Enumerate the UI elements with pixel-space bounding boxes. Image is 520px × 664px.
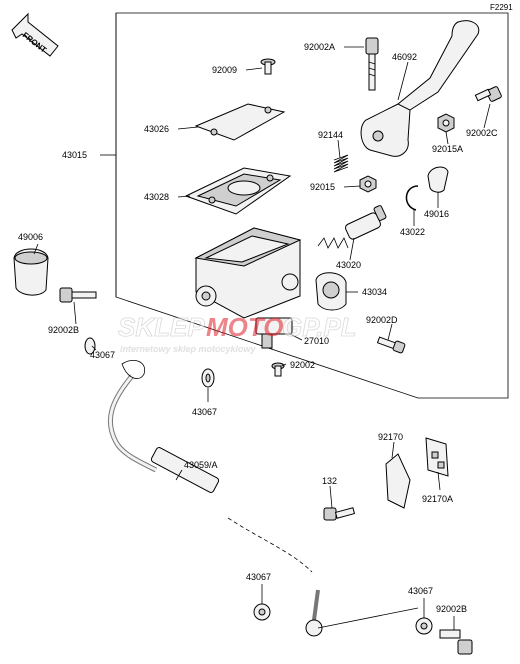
label-43026: 43026	[144, 124, 169, 134]
label-49016: 49016	[424, 209, 449, 219]
label-132: 132	[322, 476, 337, 486]
screw-92002	[271, 362, 285, 377]
bolt-92002c	[474, 86, 502, 102]
label-43067-lower-left: 43067	[246, 572, 271, 582]
washer-43067-d	[415, 617, 433, 635]
watermark-tagline: internetowy sklep motocyklowy	[120, 344, 257, 354]
reservoir-cap-43026	[194, 103, 286, 141]
brake-lever-46092	[360, 20, 480, 157]
label-43067-mid: 43067	[192, 407, 217, 417]
label-92015: 92015	[310, 182, 335, 192]
label-92002b-upper: 92002B	[48, 325, 79, 335]
washer-43067-c	[253, 603, 271, 621]
label-43067-upper: 43067	[90, 350, 115, 360]
cap-49006	[13, 248, 49, 296]
clip-92170a	[425, 437, 449, 477]
label-43022: 43022	[400, 227, 425, 237]
label-92002a: 92002A	[304, 42, 335, 52]
piston-assembly-43020	[317, 205, 387, 249]
label-43015: 43015	[62, 150, 87, 160]
bracket-92170	[385, 453, 411, 509]
washer-43067-b	[201, 368, 215, 388]
screw-92009	[260, 58, 276, 75]
label-43034: 43034	[362, 287, 387, 297]
banjo-bolt-92002b-upper	[59, 287, 97, 303]
label-43028: 43028	[144, 192, 169, 202]
bolt-92002a	[365, 37, 379, 91]
washer-43067-a	[84, 337, 96, 355]
label-92144: 92144	[318, 130, 343, 140]
leader-lines	[33, 46, 491, 630]
watermark-brand-mid: MOTO	[206, 312, 284, 342]
bolt-132	[323, 507, 356, 521]
front-arrow-icon: FRONT	[11, 12, 59, 57]
clamp-43034	[315, 272, 347, 311]
nut-92015	[359, 175, 377, 193]
spring-92144	[333, 154, 349, 173]
bolt-92002d	[376, 336, 406, 354]
label-46092: 46092	[392, 52, 417, 62]
watermark-brand-right: GP.PL	[282, 312, 357, 342]
label-92009: 92009	[212, 65, 237, 75]
master-cylinder-body	[194, 227, 302, 319]
label-49006: 49006	[18, 232, 43, 242]
label-27010: 27010	[304, 336, 329, 346]
brake-hose-43059a	[107, 360, 419, 637]
diaphragm-43028	[184, 167, 292, 215]
part-labels: 92002A 46092 92009 43026 43015 92144 920…	[18, 42, 498, 614]
label-92170: 92170	[378, 432, 403, 442]
label-92002d: 92002D	[366, 315, 398, 325]
label-92002c: 92002C	[466, 128, 498, 138]
boot-49016	[427, 166, 449, 193]
label-92170a: 92170A	[422, 494, 453, 504]
watermark: SKLEP MOTO GP.PL internetowy sklep motoc…	[118, 312, 357, 354]
label-92002b-lower: 92002B	[436, 604, 467, 614]
label-92002: 92002	[290, 360, 315, 370]
banjo-bolt-92002b-lower	[439, 629, 473, 655]
circlip-43022	[405, 185, 419, 211]
label-92015a: 92015A	[432, 144, 463, 154]
watermark-brand-left: SKLEP	[118, 312, 205, 342]
label-43059a: 43059/A	[184, 460, 218, 470]
label-43020: 43020	[336, 260, 361, 270]
diagram-code: F2291	[490, 3, 513, 12]
nut-92015a	[437, 113, 455, 133]
brake-switch-27010	[255, 317, 293, 349]
label-43067-lower-right: 43067	[408, 586, 433, 596]
